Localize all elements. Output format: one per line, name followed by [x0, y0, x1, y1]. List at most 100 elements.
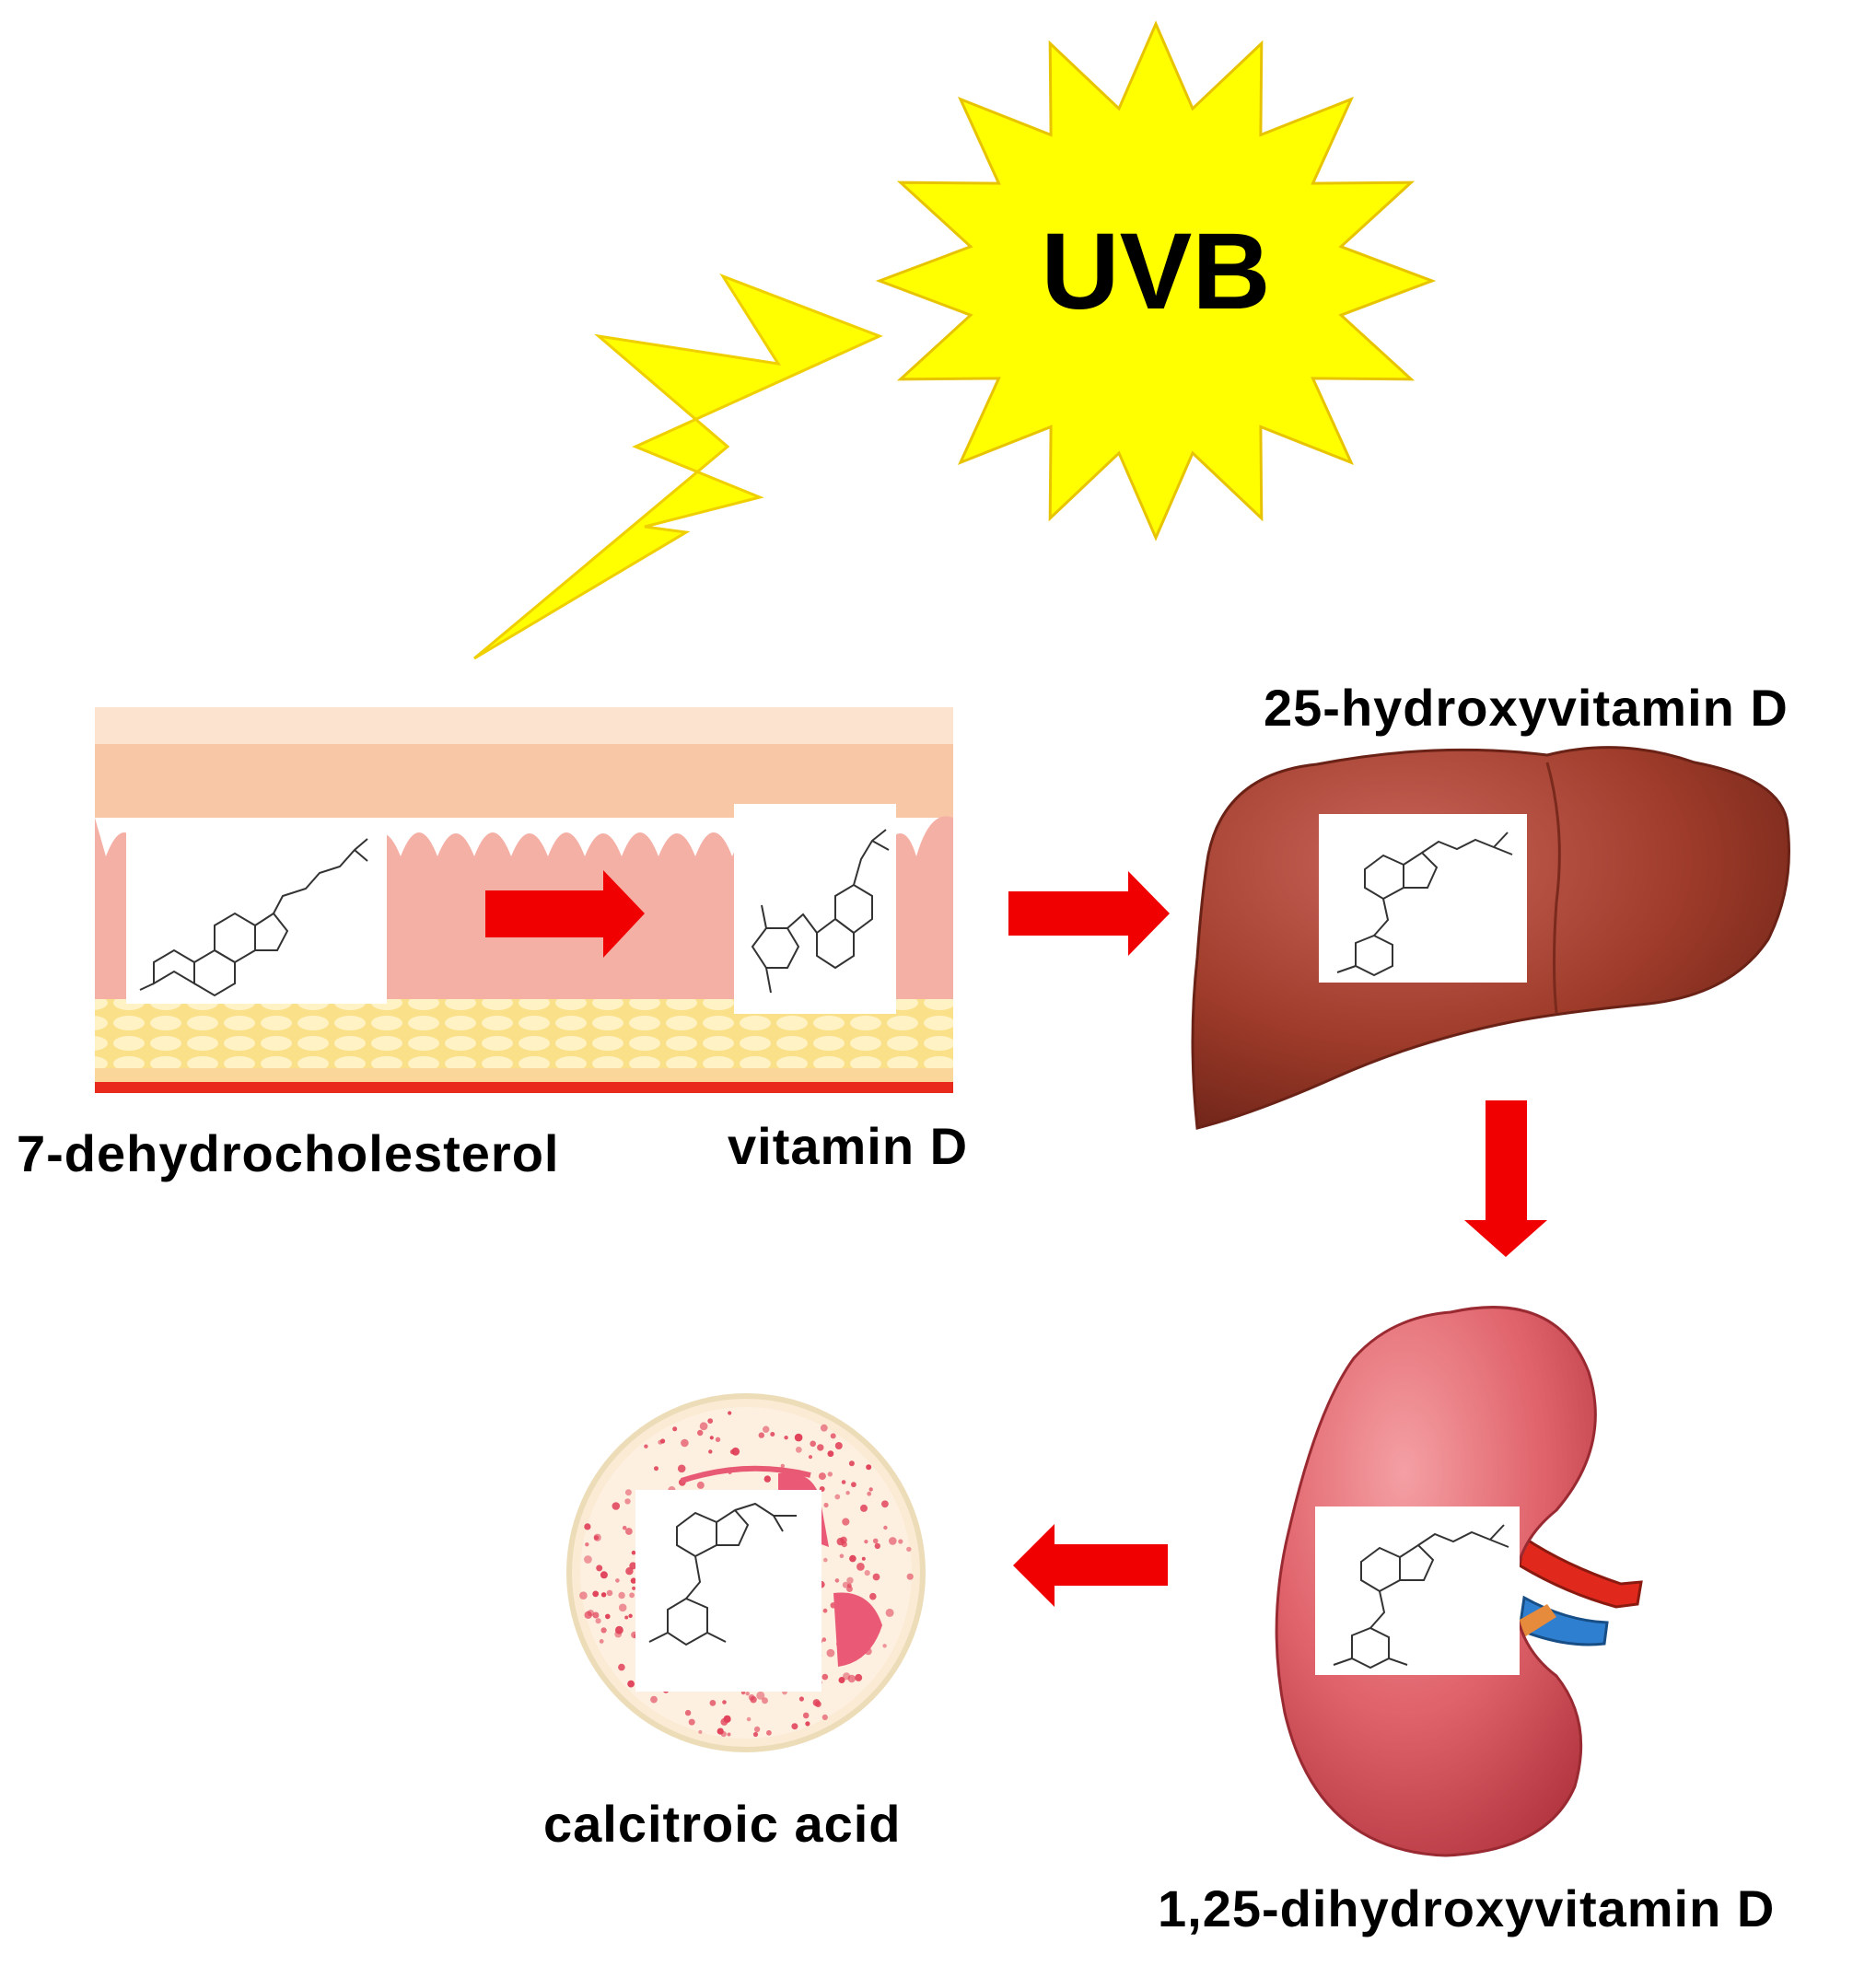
1-25-dihydroxyvitamin-d-structure: [1315, 1506, 1520, 1675]
marrow-dot: [593, 1535, 600, 1541]
marrow-dot: [838, 1677, 845, 1683]
marrow-dot: [802, 1712, 810, 1719]
marrow-dot: [822, 1608, 828, 1613]
marrow-dot: [677, 1464, 686, 1473]
label-vitamin-d: vitamin D: [728, 1117, 969, 1175]
marrow-dot: [753, 1726, 761, 1733]
marrow-dot: [618, 1663, 625, 1671]
marrow-dot: [696, 1481, 705, 1489]
marrow-dot: [826, 1648, 835, 1658]
marrow-dot: [823, 1557, 828, 1563]
marrow-dot: [606, 1589, 613, 1597]
marrow-dot: [869, 1592, 877, 1600]
marrow-dot: [745, 1692, 750, 1696]
marrow-dot: [842, 1581, 849, 1588]
arrow-kidney-to-bone: [1013, 1524, 1168, 1607]
marrow-dot: [584, 1523, 591, 1530]
marrow-dot: [874, 1542, 880, 1550]
marrow-dot: [688, 1718, 695, 1726]
marrow-dot: [830, 1433, 836, 1439]
marrow-dot: [823, 1502, 829, 1508]
marrow-dot: [818, 1472, 826, 1481]
marrow-dot: [699, 1422, 708, 1431]
marrow-dot: [817, 1444, 824, 1451]
marrow-dot: [622, 1525, 627, 1530]
marrow-dot: [898, 1539, 903, 1544]
marrow-dot: [848, 1460, 855, 1467]
marrow-dot: [672, 1426, 678, 1432]
marrow-dot: [847, 1583, 852, 1588]
marrow-dot: [784, 1436, 788, 1440]
25-hydroxyvitamin-d-structure: [1319, 814, 1527, 983]
marrow-dot: [839, 1553, 845, 1559]
marrow-dot: [821, 1637, 827, 1642]
label-7-dehydrocholesterol: 7-dehydrocholesterol: [17, 1124, 560, 1182]
marrow-dot: [600, 1571, 608, 1579]
marrow-dot: [820, 1424, 828, 1432]
marrow-dot: [881, 1500, 889, 1508]
marrow-dot: [600, 1627, 607, 1634]
marrow-dot: [650, 1695, 658, 1704]
marrow-dot: [868, 1487, 873, 1492]
marrow-dot: [681, 1438, 689, 1448]
marrow-dot: [684, 1709, 692, 1716]
ureter-icon: [1518, 1604, 1556, 1637]
marrow-dot: [834, 1578, 840, 1583]
marrow-dot: [625, 1528, 633, 1535]
marrow-dot: [720, 1731, 727, 1738]
marrow-dot: [630, 1577, 637, 1584]
marrow-dot: [720, 1717, 728, 1726]
vitamin-d-structure: [734, 804, 896, 1014]
marrow-dot: [728, 1411, 732, 1415]
marrow-dot: [763, 1425, 770, 1433]
label-25-hydroxyvitamin-d: 25-hydroxyvitamin D: [1264, 679, 1789, 737]
marrow-dot: [770, 1432, 775, 1437]
marrow-dot: [762, 1697, 768, 1704]
marrow-dot: [864, 1570, 870, 1576]
marrow-dot: [861, 1556, 866, 1561]
marrow-dot: [587, 1610, 595, 1617]
marrow-dot: [624, 1498, 631, 1505]
marrow-dot: [592, 1611, 600, 1619]
marrow-dot: [756, 1691, 765, 1700]
marrow-dot: [715, 1437, 721, 1443]
marrow-dot: [600, 1592, 607, 1598]
marrow-dot: [624, 1615, 629, 1620]
marrow-dot: [906, 1546, 912, 1553]
marrow-dot: [885, 1608, 894, 1617]
marrow-dot: [618, 1603, 627, 1612]
lightning-bolt-icon: [473, 273, 883, 660]
marrow-dot: [821, 1673, 829, 1681]
marrow-dot: [867, 1491, 872, 1496]
label-1-25-dihydroxyvitamin-d: 1,25-dihydroxyvitamin D: [1158, 1879, 1776, 1937]
liver-lobe-divider: [1545, 762, 1561, 1014]
marrow-dot: [697, 1429, 704, 1437]
marrow-dot: [709, 1700, 717, 1706]
marrow-dot: [883, 1525, 888, 1530]
marrow-dot: [810, 1440, 816, 1448]
marrow-dot: [707, 1418, 714, 1424]
marrow-dot: [860, 1504, 868, 1512]
marrow-dot: [840, 1536, 847, 1544]
marrow-dot: [846, 1576, 854, 1585]
marrow-dot: [618, 1591, 625, 1600]
marrow-dot: [596, 1565, 603, 1572]
arrow-dehydro-to-vitd: [485, 870, 645, 958]
marrow-dot: [709, 1436, 714, 1440]
marrow-dot: [654, 1466, 658, 1472]
marrow-dot: [579, 1591, 588, 1600]
marrow-dot: [851, 1482, 856, 1488]
marrow-dot: [629, 1592, 635, 1599]
marrow-dot: [627, 1680, 635, 1688]
marrow-dot: [841, 1480, 846, 1484]
marrow-dot: [625, 1567, 634, 1576]
marrow-dot: [599, 1639, 604, 1644]
marrow-dot: [882, 1644, 887, 1648]
marrow-dot: [849, 1554, 856, 1563]
marrow-dot: [827, 1472, 833, 1477]
calcitroic-acid-structure: [635, 1490, 821, 1692]
marrow-dot: [834, 1442, 843, 1449]
marrow-dot: [585, 1542, 589, 1547]
marrow-dot: [750, 1696, 757, 1704]
marrow-dot: [628, 1613, 633, 1619]
